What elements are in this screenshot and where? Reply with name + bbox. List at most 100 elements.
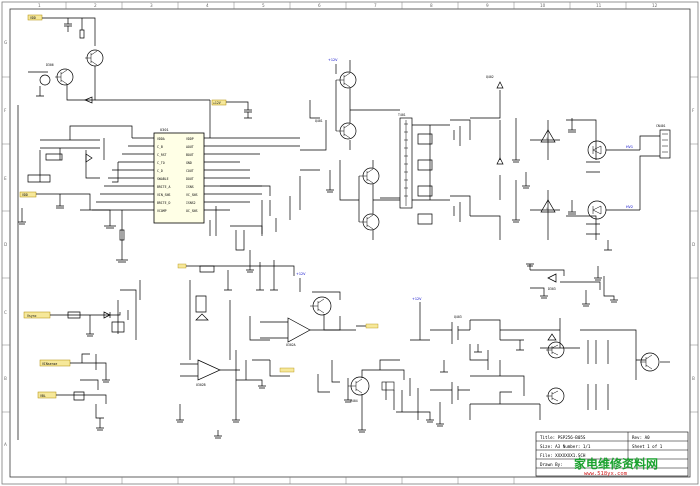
border-ref-12: 12 (652, 3, 658, 8)
opamp-u302a (287, 317, 311, 343)
cn401-connector (659, 129, 671, 159)
border-ref-3: 3 (150, 3, 153, 8)
border-ref-2: 2 (94, 3, 97, 8)
hv-output-section: ! ! HV1 HV2 CN401 (522, 118, 671, 251)
vcc-port-label: +12V (213, 101, 221, 105)
vsync-port-label: Vsync (27, 314, 37, 318)
lower-regulator: +12V Q404 (317, 297, 434, 433)
d-led-label: D306 (46, 63, 54, 67)
driver-vcc-label: +12V (328, 58, 338, 62)
ic-top-decoupling: +12V (209, 99, 252, 138)
title-row-1: Title: PSP256-B05S (540, 435, 586, 440)
mid-right-detector: D303 (526, 263, 618, 307)
border-ref-A: A (4, 442, 7, 447)
ic-right-pins: VDDP AOUT BOUT GND COUT DOUT ISNS VC_SNS… (186, 137, 198, 213)
cmp-vcc-label: +12V (296, 272, 306, 276)
reg-ic-small (381, 381, 395, 391)
cn401-label: CN401 (656, 124, 666, 128)
ic-pin-brite-d: BRITE_D (157, 201, 171, 205)
border-ref-6: 6 (318, 3, 321, 8)
opamp-u302b (197, 359, 221, 381)
border-ref-F-right: F (692, 108, 695, 113)
ic-ref: U301 (160, 128, 169, 132)
ic-pin-swable: SWABLE (157, 177, 169, 181)
d303-label: D303 (548, 287, 556, 291)
border-ref-11: 11 (596, 3, 602, 8)
mosfet-bridge: Q402 (417, 75, 520, 240)
qm-label: Q402 (486, 75, 494, 79)
ic-pin-brite-a: BRITE_A (157, 185, 171, 189)
ic-pin-cto: C_TO (157, 161, 165, 165)
ic-pin-aout: AOUT (186, 145, 194, 149)
hv-diode-bridge-1 (587, 140, 607, 160)
left-input-ports: Vsync VINsense VBL (23, 280, 141, 431)
comparator-section: +12V U302A U302B (176, 272, 379, 439)
qr-label: Q403 (454, 315, 462, 319)
border-ref-7: 7 (374, 3, 377, 8)
lower-right-switching: Q403 (430, 315, 670, 427)
vcc-port (211, 99, 227, 106)
regulator-vcc-label: +12V (412, 297, 422, 301)
vdda-port (365, 323, 379, 329)
title-rev: Rev: A0 (632, 435, 650, 440)
diode-ring (39, 74, 51, 86)
ic-pin-vdda: VDDA (157, 137, 165, 141)
border-ref-D-right: D (692, 242, 695, 247)
ic-pin-oc-sns: OC_SNS (186, 209, 198, 213)
ic-pin-vddp: VDDP (186, 137, 194, 141)
border-ref-5: 5 (262, 3, 265, 8)
u302b-label: U302B (196, 383, 206, 387)
qb-label: Q404 (350, 399, 358, 403)
vdd-port-2 (19, 191, 37, 198)
ic-u301: U301 VDDA C_B C_RST C_TO C_D SWABLE BRIT… (69, 125, 300, 224)
title-row-3: File: XXXXXXX1.SCH (540, 453, 586, 458)
hv-diode-bridge-2 (587, 200, 607, 220)
title-row-2: Size: A3 Number: 1/1 (540, 444, 591, 449)
border-ref-G: G (4, 40, 7, 45)
ql-label: Q401 (315, 119, 323, 123)
driver-stage: +12V Q401 (300, 58, 400, 240)
border-ref-8: 8 (430, 3, 433, 8)
border-ref-D: D (4, 242, 7, 247)
watermark-text: 家电维修资料网 (574, 456, 658, 471)
border-ref-E: E (4, 176, 7, 181)
border-ref-4: 4 (206, 3, 209, 8)
vdd-port-label: VDD (30, 16, 36, 20)
title-row-5: Sheet 1 of 1 (632, 444, 663, 449)
ic-pin-cb: C_B (157, 145, 163, 149)
border-ref-B-right: B (692, 376, 695, 381)
ic-pin-crst: C_RST (157, 153, 167, 157)
ic-pin-vin-sns: VIN_SNS (157, 193, 171, 197)
hv1-label: HV1 (626, 145, 633, 149)
ic-pin-vcomp: VCOMP (157, 209, 167, 213)
vdd-port-2-label: VDD (22, 193, 28, 197)
vdd-input-port (27, 14, 43, 21)
hv2-label: HV2 (626, 205, 633, 209)
ic-left-network: VDD (18, 139, 128, 263)
transformer-block: T401 (380, 109, 450, 209)
ic-pin-isns: ISNS (186, 185, 194, 189)
ic-left-pins: VDDA C_B C_RST C_TO C_D SWABLE BRITE_A V… (157, 137, 171, 213)
title-row-4: Drawn By: (540, 462, 563, 467)
t401-label: T401 (398, 113, 406, 117)
border-ref-1: 1 (38, 3, 41, 8)
input-transistor-stage: VDD D306 (17, 14, 210, 440)
ic-pin-bout: BOUT (186, 153, 194, 157)
ic-pin-vc-sns: VC_SNS (186, 193, 198, 197)
ic-pin-dout: DOUT (186, 177, 194, 181)
border-ref-10: 10 (540, 3, 546, 8)
border-ref-9: 9 (486, 3, 489, 8)
ic-body (153, 132, 205, 224)
warn-mark-2: ! (546, 207, 548, 211)
ic-pin-isns2: ISNS2 (186, 201, 196, 205)
small-port-1 (177, 263, 187, 269)
ic-pin-gnd: GND (186, 161, 192, 165)
title-block: Title: PSP256-B05S Size: A3 Number: 1/1 … (535, 431, 689, 477)
border-ref-B: B (4, 376, 7, 381)
t401-primary (399, 117, 413, 209)
u302a-label: U302A (286, 343, 296, 347)
watermark-url: www.518yx.com (584, 471, 628, 477)
ic-pin-cout: COUT (186, 169, 194, 173)
